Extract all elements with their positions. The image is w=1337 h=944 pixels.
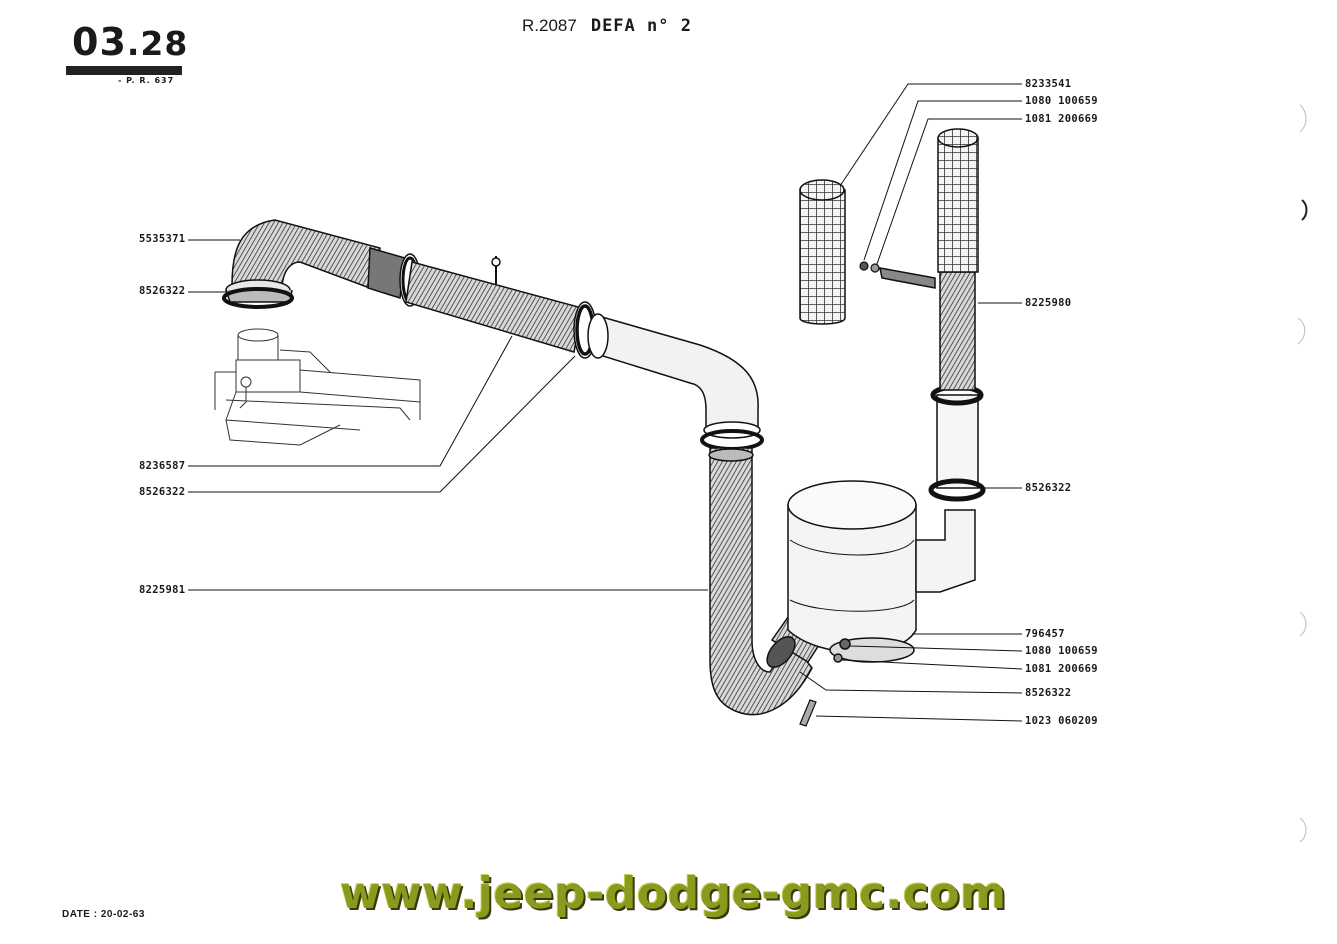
bolt: [799, 699, 817, 727]
pr-reference: - P. R. 637: [118, 76, 175, 85]
part-label-1080-100659-top: 1080 100659: [1025, 95, 1098, 107]
part-label-8225981: 8225981: [139, 584, 186, 596]
nut-washer-top: [859, 261, 880, 273]
part-label-5535371: 5535371: [139, 233, 186, 245]
part-label-8526322-right: 8526322: [1025, 482, 1072, 494]
clamp-left-top: [222, 287, 294, 309]
website-watermark: www.jeep-dodge-gmc.com: [340, 868, 1007, 919]
middle-tube: [405, 256, 583, 353]
doc-reference: R.2087: [522, 16, 577, 35]
part-label-1081-200669-bottom: 1081 200669: [1025, 663, 1098, 675]
part-label-8236587: 8236587: [139, 460, 186, 472]
doc-title: R.2087 DEFA n° 2: [522, 16, 692, 36]
part-label-8526322-top: 8526322: [139, 285, 186, 297]
header-bar: [66, 66, 182, 75]
part-label-1080-100659-bottom: 1080 100659: [1025, 645, 1098, 657]
scan-marks: [1297, 104, 1307, 843]
loose-mesh-filter: [799, 179, 846, 325]
page-number-minor: .28: [126, 24, 189, 63]
doc-name: DEFA n° 2: [590, 16, 692, 36]
part-label-8526322-mid: 8526322: [139, 486, 186, 498]
right-intake-pipe: [879, 267, 986, 593]
page-number: 03.28: [72, 20, 188, 64]
page-number-major: 03: [72, 20, 127, 64]
part-label-8526322-bottom: 8526322: [1025, 687, 1072, 699]
part-label-8225980: 8225980: [1025, 297, 1072, 309]
bend-tube: [587, 313, 764, 451]
scan-bracket: [1301, 199, 1308, 221]
carburettor-sketch: [214, 328, 421, 446]
leader-lines: [188, 83, 1023, 722]
air-filter: [787, 480, 917, 663]
document-date: DATE : 20-02-63: [62, 909, 145, 920]
part-label-1023-060209: 1023 060209: [1025, 715, 1098, 727]
part-label-796457: 796457: [1025, 628, 1065, 640]
right-mesh-filter: [937, 128, 979, 273]
part-label-1081-200669-top: 1081 200669: [1025, 113, 1098, 125]
part-label-8233541: 8233541: [1025, 78, 1072, 90]
